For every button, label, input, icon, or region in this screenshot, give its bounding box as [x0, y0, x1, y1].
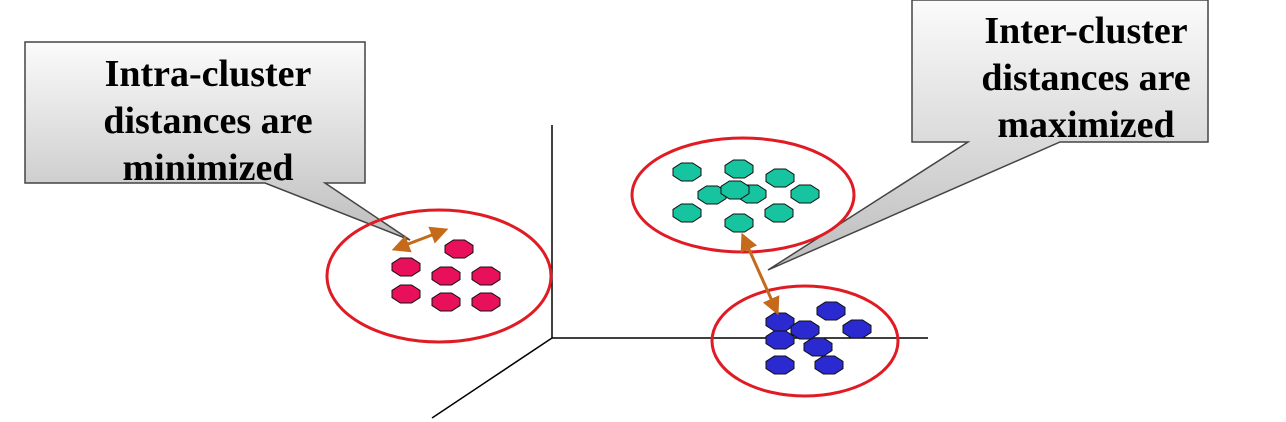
points-layer — [391, 159, 872, 375]
blue-point-7-octagon-marker-icon — [814, 355, 844, 375]
pink-point-5-octagon-marker-icon — [391, 284, 421, 304]
blue-point-5-octagon-marker-icon — [803, 337, 833, 357]
blue-cluster-ellipse — [710, 284, 900, 398]
blue-point-8-octagon-marker-icon — [790, 320, 820, 340]
axes — [431, 125, 928, 419]
pink-point-4-octagon-marker-icon — [471, 266, 501, 286]
teal-point-9-octagon-marker-icon — [724, 213, 754, 233]
teal-point-3-octagon-marker-icon — [765, 168, 795, 188]
intra-callout-line-1: Intra-cluster — [105, 53, 312, 95]
intra-callout-line-3: minimized — [123, 147, 294, 189]
intra-distance-arrow — [391, 226, 449, 253]
teal-point-2-octagon-marker-icon — [724, 159, 754, 179]
blue-point-6-octagon-marker-icon — [765, 355, 795, 375]
blue-point-2-octagon-marker-icon — [765, 312, 795, 332]
teal-point-4-octagon-marker-icon — [697, 185, 727, 205]
teal-point-10-octagon-marker-icon — [720, 180, 750, 200]
pink-point-7-octagon-marker-icon — [471, 292, 501, 312]
pink-point-2-octagon-marker-icon — [391, 257, 421, 277]
pink-point-3-octagon-marker-icon — [431, 266, 461, 286]
blue-point-1-octagon-marker-icon — [816, 301, 846, 321]
inter-callout-line-3: maximized — [997, 104, 1174, 146]
intra-callout-shape — [24, 41, 411, 241]
inter-callout-shape — [767, 0, 1209, 271]
pink-point-1-octagon-marker-icon — [444, 239, 474, 259]
inter-callout-line-2: distances are — [981, 57, 1190, 99]
pink-cluster-ellipse — [325, 208, 553, 344]
inter-callout: Inter-cluster distances are maximized — [767, 0, 1209, 271]
teal-point-6-octagon-marker-icon — [790, 184, 820, 204]
pink-point-6-octagon-marker-icon — [431, 292, 461, 312]
axis-depth — [431, 337, 553, 419]
blue-point-3-octagon-marker-icon — [842, 319, 872, 339]
blue-point-4-octagon-marker-icon — [765, 330, 795, 350]
inter-distance-arrow — [740, 232, 780, 316]
teal-point-7-octagon-marker-icon — [672, 203, 702, 223]
teal-point-1-octagon-marker-icon — [672, 162, 702, 182]
inter-callout-line-1: Inter-cluster — [984, 10, 1187, 52]
intra-callout-line-2: distances are — [103, 100, 312, 142]
teal-point-8-octagon-marker-icon — [764, 203, 794, 223]
intra-callout: Intra-cluster distances are minimized — [24, 41, 411, 241]
